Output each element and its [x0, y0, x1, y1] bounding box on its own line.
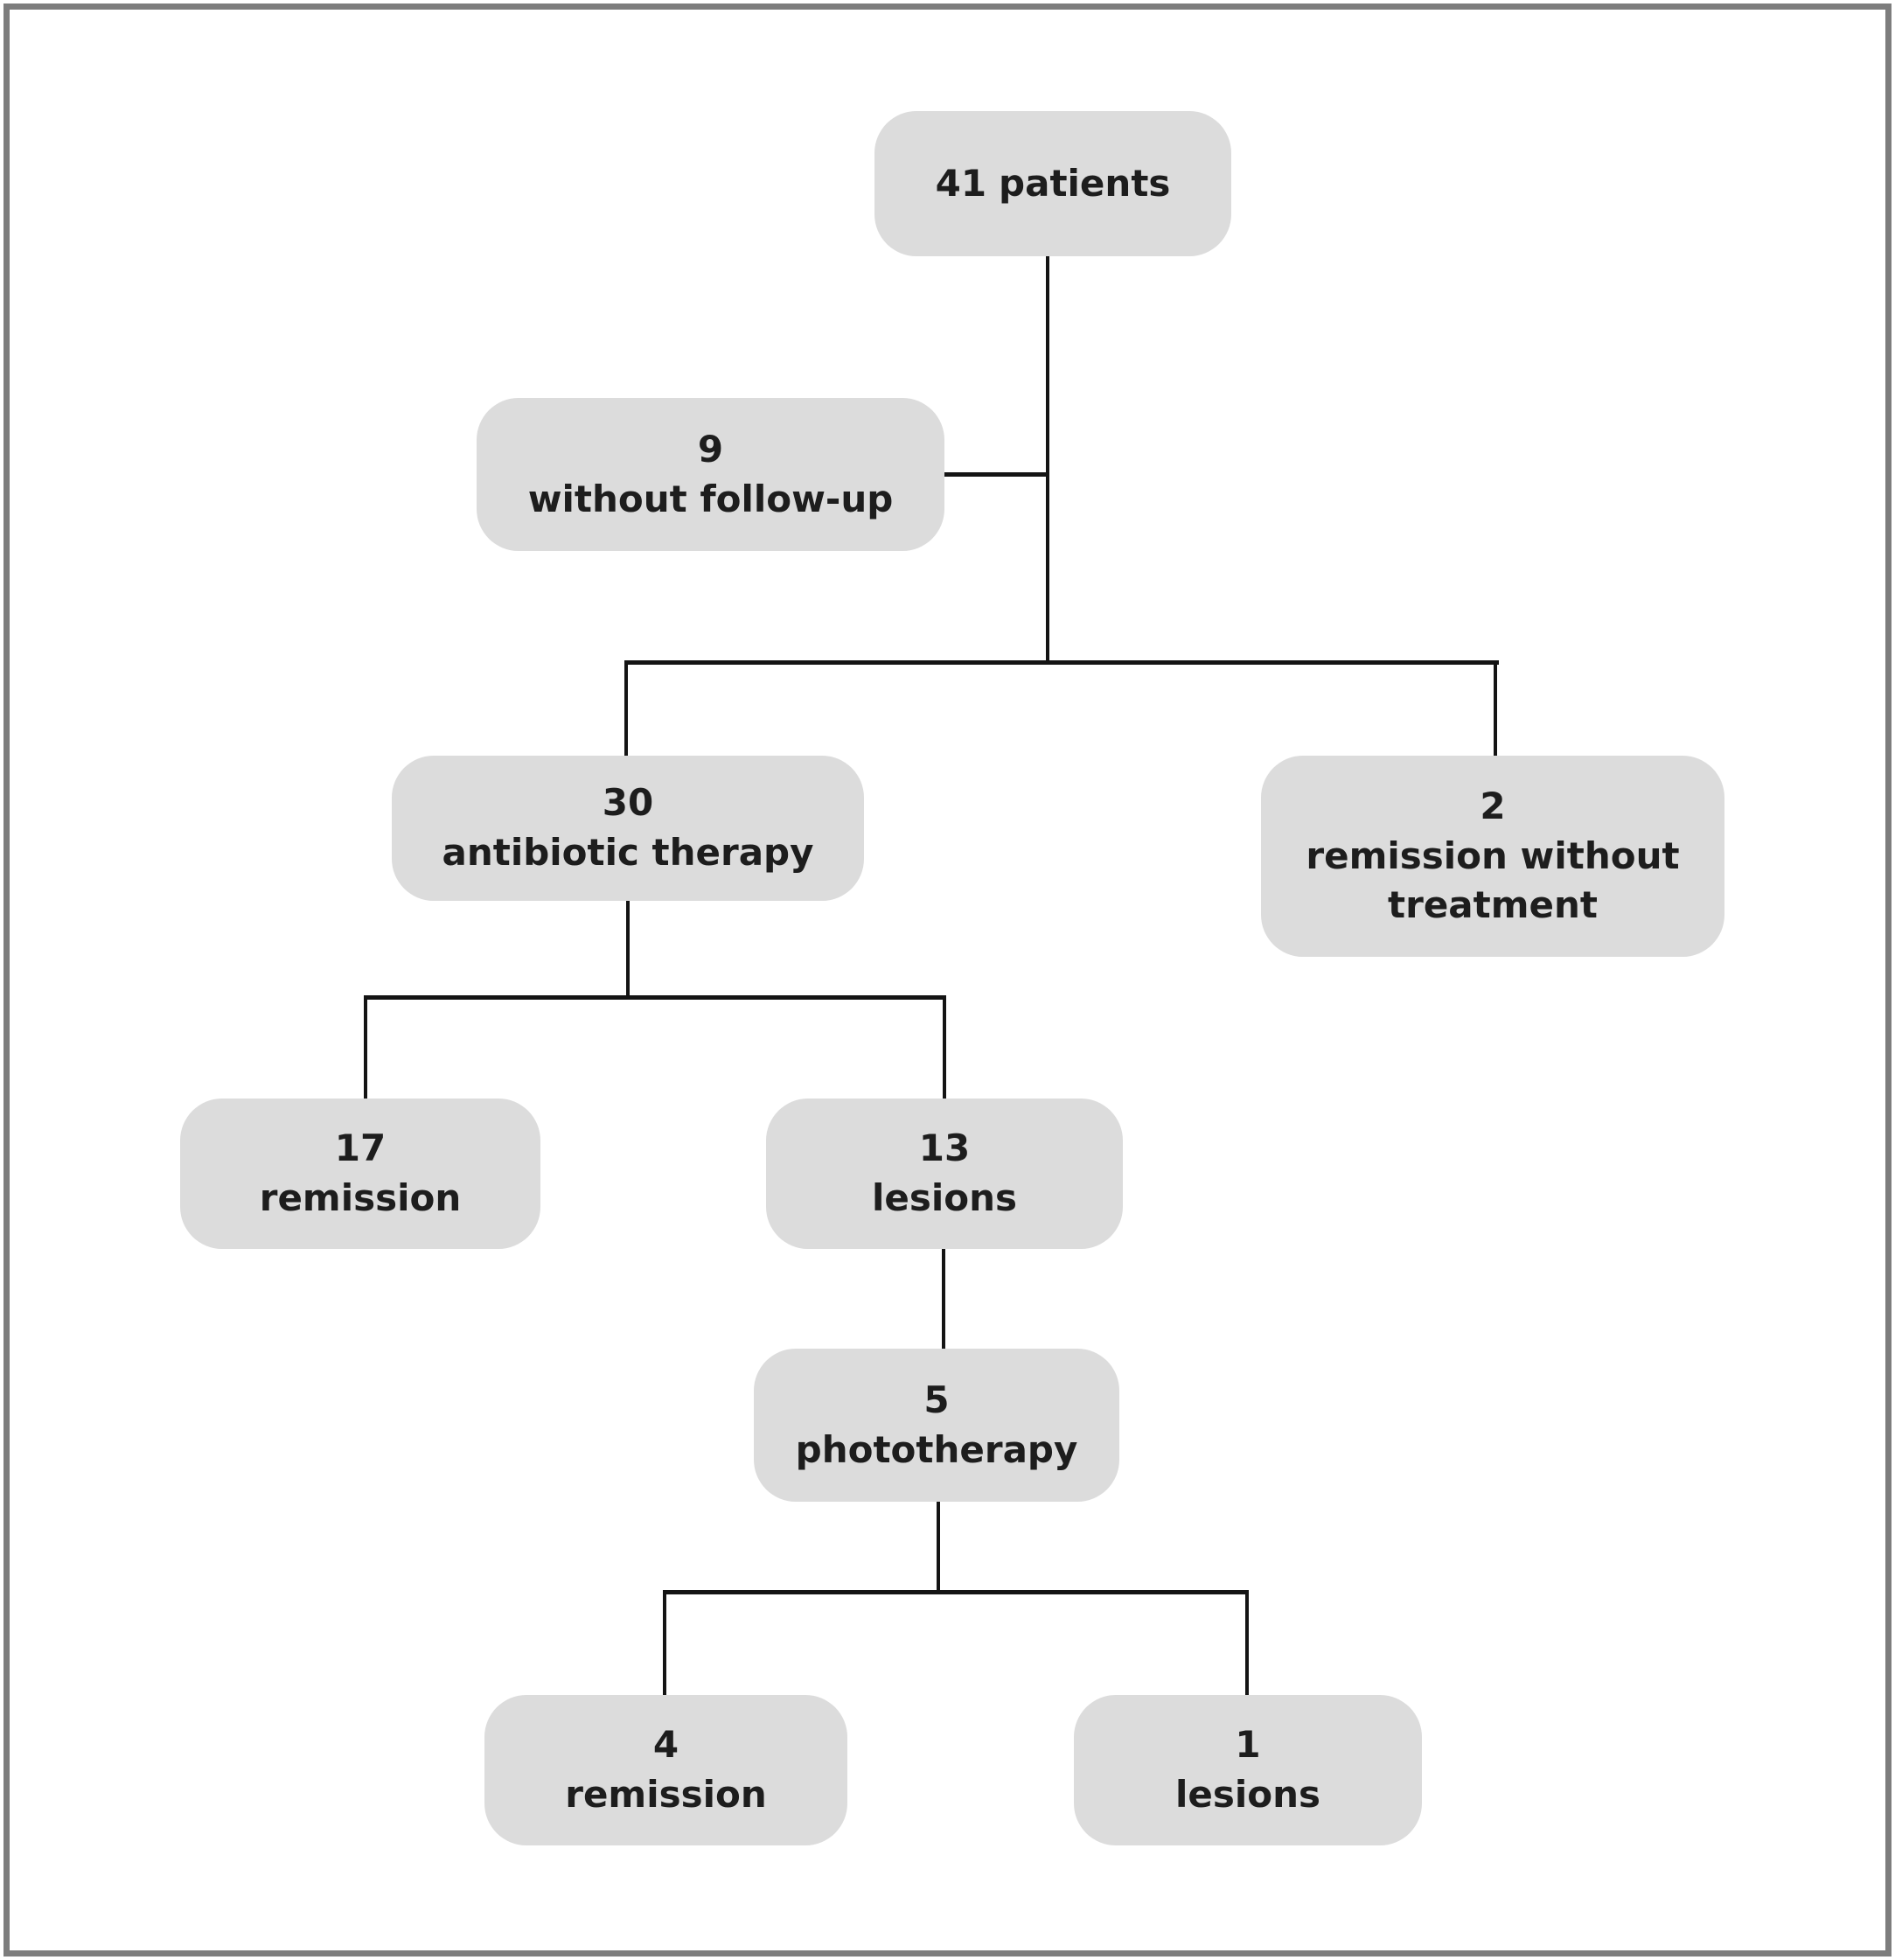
node-1-label: lesions	[1174, 1773, 1321, 1816]
node-13-label: lesions	[871, 1176, 1018, 1219]
node-4-count: 4	[652, 1723, 679, 1767]
connector-drop-lesions1	[1245, 1590, 1249, 1695]
node-4-remission: 4 remission	[484, 1695, 847, 1845]
node-41-patients-label: patients	[999, 161, 1171, 205]
node-1-lesions: 1 lesions	[1074, 1695, 1422, 1845]
node-9-without-follow-up: 9 without follow-up	[477, 398, 944, 551]
node-1-count: 1	[1235, 1723, 1261, 1767]
node-41-patients: 41 patients	[874, 111, 1231, 256]
connector-antibiotic-down	[626, 899, 630, 1000]
connector-drop-remission4	[663, 1590, 666, 1695]
node-30-label: antibiotic therapy	[442, 831, 814, 874]
node-2-label: remission without treatment	[1306, 834, 1680, 927]
node-17-count: 17	[334, 1126, 387, 1170]
node-41-patients-count: 41	[935, 161, 987, 205]
connector-drop-remission-no-treatment	[1494, 660, 1497, 758]
connector-level1-horizontal	[624, 660, 1499, 665]
node-5-phototherapy: 5 phototherapy	[754, 1349, 1119, 1502]
node-30-count: 30	[602, 781, 654, 825]
node-17-label: remission	[259, 1176, 462, 1219]
node-30-antibiotic-therapy: 30 antibiotic therapy	[392, 756, 864, 901]
node-2-count: 2	[1480, 784, 1506, 827]
connector-drop-remission17	[364, 995, 367, 1100]
node-2-remission-without-treatment: 2 remission without treatment	[1261, 756, 1724, 957]
connector-level3-horizontal	[663, 1590, 1249, 1594]
connector-level2-horizontal	[364, 995, 946, 1000]
connector-no-followup-branch	[944, 472, 1049, 477]
node-13-lesions: 13 lesions	[766, 1099, 1123, 1249]
connector-drop-antibiotic	[624, 660, 628, 758]
node-13-count: 13	[918, 1126, 971, 1170]
connector-phototherapy-down	[937, 1500, 940, 1594]
node-4-label: remission	[565, 1773, 767, 1816]
connector-lesions13-down	[942, 1245, 945, 1350]
node-9-count: 9	[697, 427, 724, 471]
node-9-label: without follow-up	[527, 477, 894, 520]
connector-patients-down	[1046, 255, 1049, 665]
figure-border	[3, 3, 1892, 1957]
node-5-count: 5	[923, 1378, 950, 1421]
node-17-remission: 17 remission	[180, 1099, 540, 1249]
connector-drop-lesions13	[943, 995, 946, 1100]
node-5-label: phototherapy	[795, 1427, 1078, 1471]
